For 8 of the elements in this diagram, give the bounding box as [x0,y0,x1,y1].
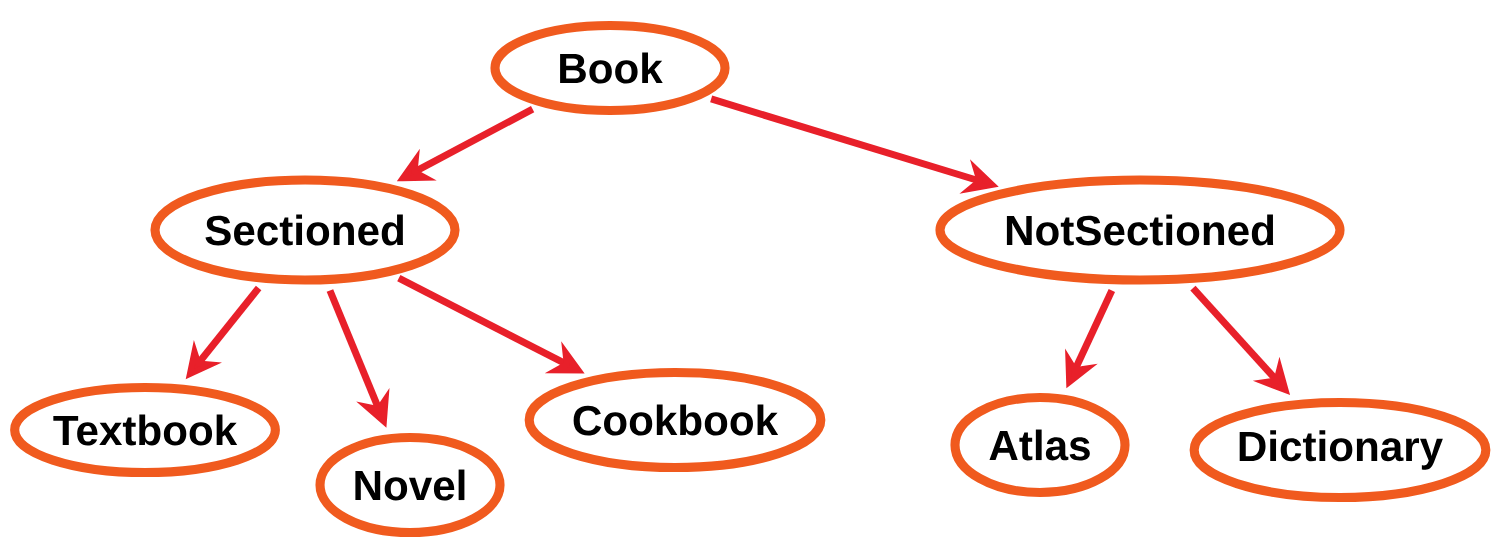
ellipse-node: Atlas [950,392,1130,498]
ellipse-node: Dictionary [1189,397,1491,503]
ellipse-node: Book [490,20,730,116]
ellipse-node: Sectioned [150,175,460,285]
ellipse-node: Cookbook [524,367,826,473]
ellipse-node: NotSectioned [935,175,1345,285]
ellipse-node: Textbook [10,382,280,478]
ellipse-node: Novel [315,432,505,538]
